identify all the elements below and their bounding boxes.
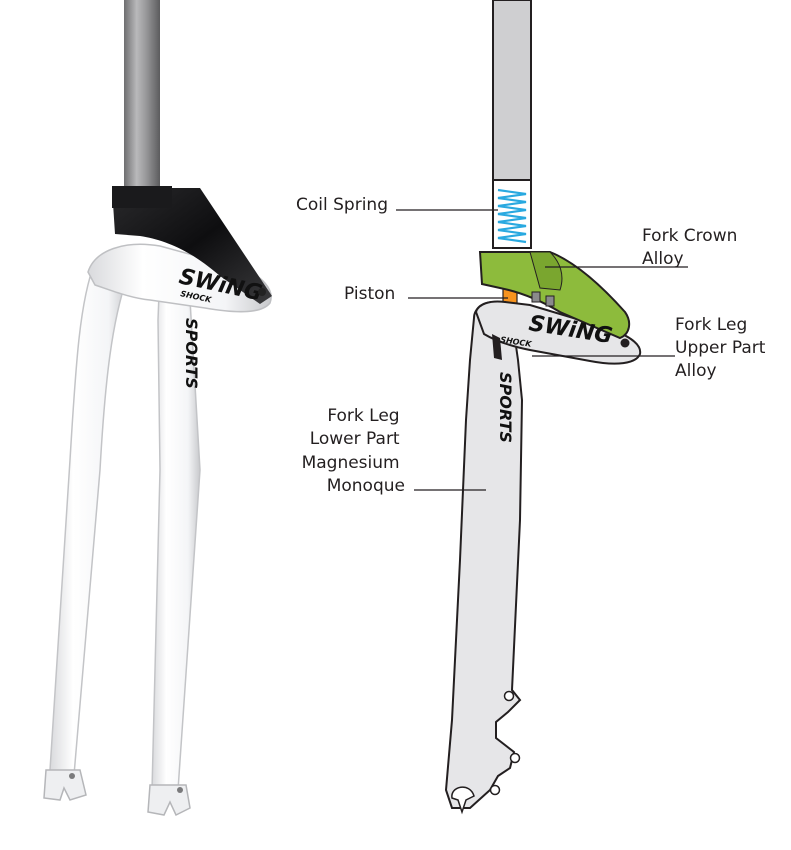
label-lower-line4: Monoque [327,476,405,496]
label-fork-leg-lower: Fork Leg Lower Part Magnesium Monoque [302,406,405,496]
label-fork-crown-line1: Fork Crown [642,226,737,246]
label-piston: Piston [344,284,395,304]
photo-crown-black [112,188,272,304]
photo-crown-white [87,243,272,313]
label-coil-spring: Coil Spring [296,195,388,215]
axle-slot [451,786,475,815]
label-lower-line1: Fork Leg [327,406,399,426]
fork-leg-upper [474,300,642,365]
label-lower-line3: Magnesium [302,453,400,473]
photo-right-dropout [147,784,191,817]
fork-crown-shape [478,251,631,340]
photo-steerer-tube [124,0,160,205]
diagram-leg-decal: SPORTS [496,372,515,443]
label-upper-line3: Alloy [675,361,717,381]
photo-left-leg [49,261,129,776]
label-fork-leg-upper: Fork Leg Upper Part Alloy [675,315,771,381]
label-upper-line1: Fork Leg [675,315,747,335]
photo-leg-decal: SPORTS [182,318,201,389]
label-upper-line2: Upper Part [675,338,766,358]
cutaway-diagram: SWiNG SHOCK SPORTS [444,0,642,815]
callouts: Coil Spring Piston Fork Crown Alloy Fork… [296,195,771,496]
photo-left-dropout [43,769,87,801]
photo-fork: SWiNG SHOCK SPORTS [43,0,272,817]
steerer-tube [492,0,532,181]
coil-spring-shape [497,188,527,244]
label-fork-crown-line2: Alloy [642,249,684,269]
label-fork-crown: Fork Crown Alloy [642,226,743,269]
label-lower-line2: Lower Part [310,429,400,449]
